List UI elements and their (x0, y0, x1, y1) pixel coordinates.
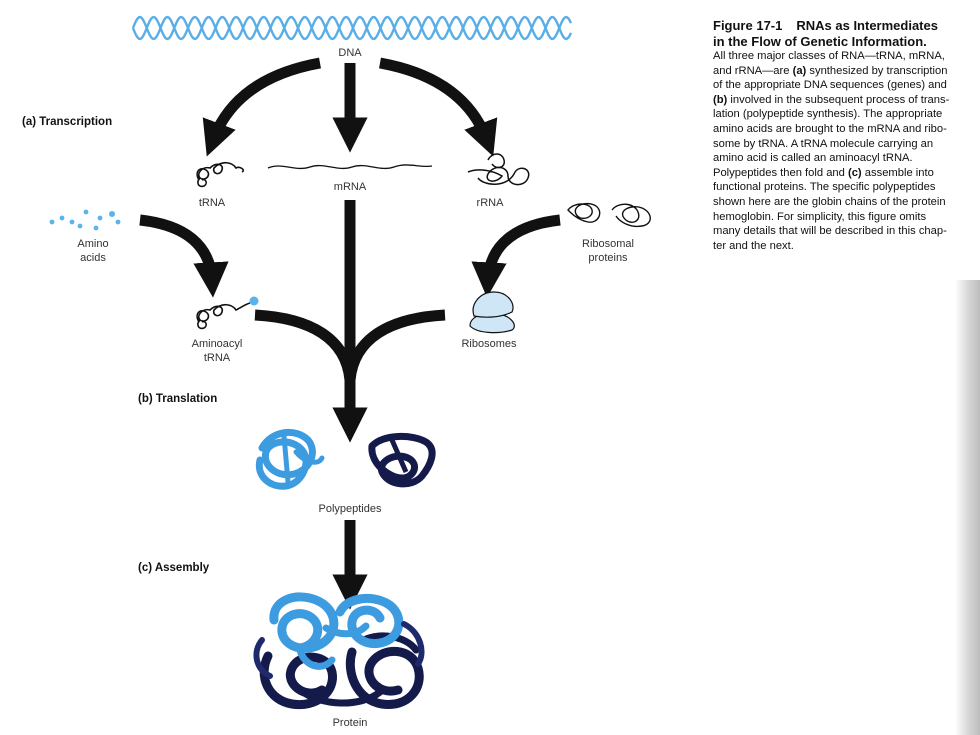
caption-text: Polypeptides then fold and (713, 166, 848, 179)
ribosome-icon (469, 291, 515, 334)
stage-translation-label: (b) Translation (138, 393, 217, 405)
caption-stage-ref: (b) (713, 93, 728, 106)
rrna-label: rRNA (477, 197, 505, 209)
caption-text: All three major classes of RNA—tRNA, mRN… (713, 50, 945, 62)
arrow-amino-to-aminoacyl (139, 214, 229, 298)
stage-assembly-label: (c) Assembly (138, 562, 210, 574)
aminoacyl-trna-label-line2: tRNA (204, 352, 231, 364)
caption-text: and rRNA—are (713, 64, 793, 77)
caption-text: assemble into (861, 166, 934, 179)
ribosomal-proteins-label-line2: proteins (588, 252, 628, 264)
caption-text: synthesized by transcription (806, 64, 948, 77)
caption-stage-ref: (c) (847, 166, 862, 179)
polypeptide-dark-icon (368, 433, 436, 488)
trna-label: tRNA (199, 197, 226, 209)
translation-arrows (254, 200, 446, 443)
caption-text: of the appropriate DNA sequences (genes)… (713, 79, 947, 92)
caption-text: shown here are the globin chains of the … (713, 195, 946, 208)
figure-caption: Figure 17-1 RNAs as Intermediates in the … (713, 18, 980, 253)
mrna-label: mRNA (334, 181, 367, 193)
caption-text: functional proteins. The specific polype… (713, 181, 936, 194)
trna-icon (196, 161, 245, 188)
arrow-ribosome-merge (344, 309, 446, 381)
caption-text: some by tRNA. A tRNA molecule carrying a… (713, 137, 934, 150)
genetic-flow-diagram: DNA (a) Transcription tRNA mRNA rRNA Ami… (22, 15, 651, 729)
caption-body: All three major classes of RNA—tRNA, mRN… (713, 49, 980, 253)
adjacent-page-edge (955, 280, 980, 735)
dna-helix-icon (131, 15, 573, 41)
caption-stage-ref: (a) (792, 64, 807, 77)
amino-acids-icon (49, 209, 121, 231)
caption-text: involved in the subsequent process of tr… (727, 93, 950, 106)
caption-text: ter and the next. (713, 239, 794, 252)
figure-number: Figure 17-1 (713, 18, 783, 33)
caption-title-line2: in the Flow of Genetic Information. (713, 33, 927, 49)
ribosomal-proteins-icon (567, 202, 651, 228)
rrna-icon (467, 153, 530, 186)
caption-title-line1: RNAs as Intermediates (796, 18, 938, 33)
mrna-strand-icon (267, 164, 433, 170)
aminoacyl-trna-label-line1: Aminoacyl (192, 338, 243, 350)
protein-label: Protein (333, 717, 368, 729)
transcription-arrows (202, 57, 498, 157)
arrow-dna-to-rrna (379, 57, 498, 157)
amino-acid-attached-icon (249, 296, 259, 306)
polypeptide-light-icon (255, 429, 325, 490)
caption-text: many details that will be described in t… (713, 225, 947, 238)
caption-text: hemoglobin. For simplicity, this figure … (713, 210, 927, 223)
protein-complex-icon (253, 592, 425, 710)
ribosomal-proteins-label-line1: Ribosomal (582, 238, 634, 250)
aminoacyl-trna-icon (196, 302, 251, 330)
arrow-dna-to-trna (202, 57, 321, 157)
caption-text: amino acids are brought to the mRNA and … (713, 122, 947, 135)
amino-acids-label-line2: acids (80, 252, 106, 264)
caption-text: lation (polypeptide synthesis). The appr… (713, 108, 943, 121)
arrow-aminoacyl-merge (254, 309, 356, 381)
polypeptides-label: Polypeptides (319, 503, 382, 515)
ribosomes-label: Ribosomes (461, 338, 517, 350)
arrow-ribo-proteins-to-ribosome (471, 214, 561, 298)
caption-title: Figure 17-1 RNAs as Intermediates in the … (713, 18, 980, 49)
amino-acids-label-line1: Amino (77, 238, 108, 250)
assembly-input-arrows (139, 214, 561, 298)
caption-text: amino acid is called an aminoacyl tRNA. (713, 152, 913, 165)
dna-label: DNA (338, 47, 362, 59)
stage-transcription-label: (a) Transcription (22, 116, 112, 128)
